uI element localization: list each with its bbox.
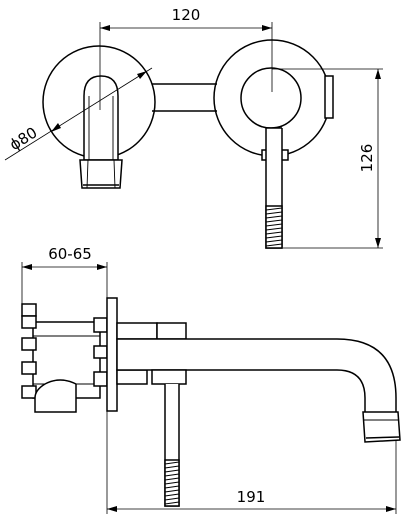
spout-front	[79, 75, 123, 189]
mixer-body-side	[116, 322, 187, 385]
height-dimension: 126	[272, 68, 383, 249]
lever-front	[261, 127, 289, 249]
reach-dimension: 191	[106, 411, 397, 514]
height-label: 126	[358, 144, 376, 173]
depth-dimension: 60-65	[21, 245, 108, 304]
connecting-bar	[152, 83, 217, 112]
lever-side-knurling	[164, 461, 180, 505]
reach-label: 191	[237, 488, 266, 506]
spacing-dimension: 120	[99, 6, 273, 110]
lever-grip-knurling	[265, 207, 283, 247]
depth-label: 60-65	[48, 245, 92, 263]
diameter-dimension: ϕ80	[4, 67, 153, 161]
front-view: 120 ϕ80 126	[4, 6, 383, 249]
spacing-label: 120	[172, 6, 201, 24]
side-clip	[324, 75, 334, 119]
wall-box	[21, 303, 108, 413]
spout-side	[116, 338, 401, 443]
side-view: 60-65 191	[21, 245, 401, 514]
side-cover-plate	[106, 297, 118, 412]
diameter-label: ϕ80	[6, 123, 40, 154]
lever-side	[151, 369, 187, 507]
mixer-hub	[240, 67, 302, 129]
